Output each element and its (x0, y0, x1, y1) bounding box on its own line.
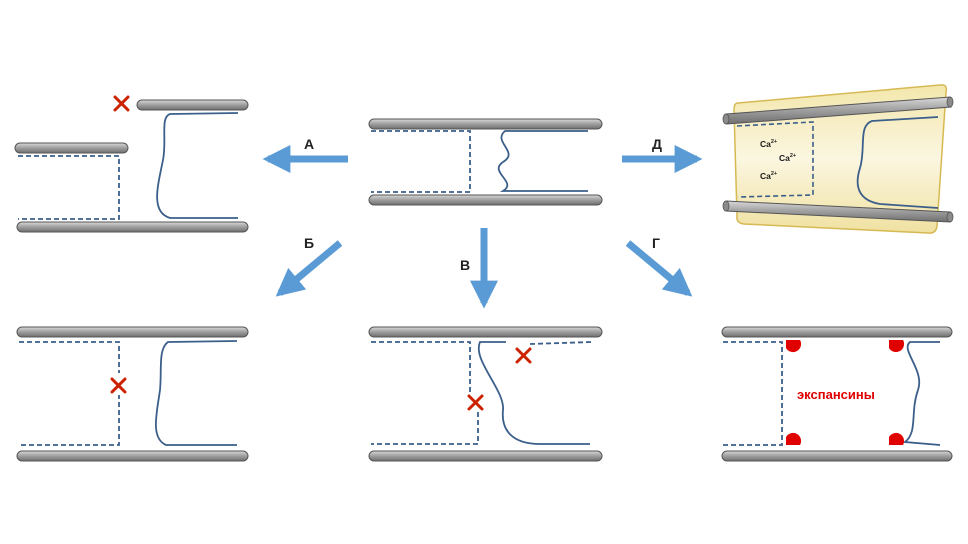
rail-top (722, 96, 954, 125)
cross-mark-icon (467, 394, 484, 411)
rail-top (16, 326, 249, 338)
wall-matrix (733, 84, 948, 234)
crosslink-dashed (371, 130, 471, 193)
rail-top (368, 326, 603, 338)
expansin-icon (786, 340, 802, 353)
arrow-label-g: Г (652, 235, 660, 251)
rail-bottom (368, 450, 603, 462)
calcium-ion-2: Ca2+ (779, 153, 796, 163)
panel-v (368, 326, 603, 462)
arrow-v: В (460, 228, 498, 309)
rail-bottom (722, 200, 954, 223)
cellulose-fiber (497, 130, 588, 192)
crosslink-dashed (19, 341, 120, 446)
panel-b (16, 326, 249, 462)
rail-bottom (16, 450, 249, 462)
cross-mark-icon (110, 377, 127, 394)
crosslink-dashed (371, 341, 471, 393)
panel-g: экспансины (721, 326, 953, 462)
calcium-ion-3: Ca2+ (760, 171, 777, 181)
panel-d: Ca2+ Ca2+ Ca2+ (722, 84, 954, 234)
expansin-icon (786, 432, 802, 445)
crosslink-dashed (18, 155, 120, 220)
crosslink-dashed-lower (371, 412, 479, 445)
rail-bottom (368, 194, 603, 206)
arrow-label-v: В (460, 257, 470, 273)
arrow-label-a: А (304, 136, 314, 152)
panel-center (368, 118, 603, 206)
crosslink-dashed (723, 341, 783, 446)
calcium-ion-1: Ca2+ (760, 139, 777, 149)
panel-a (14, 95, 249, 233)
arrow-d: Д (622, 136, 703, 173)
rail-top (368, 118, 603, 130)
rail-bottom (721, 450, 953, 462)
cellulose-fiber (856, 116, 939, 209)
rail-top-left (14, 142, 129, 154)
cross-mark-icon (515, 347, 532, 364)
arrow-label-b: Б (304, 235, 314, 251)
cellulose-fiber (477, 341, 590, 445)
expansins-label: экспансины (797, 387, 875, 402)
arrow-b: Б (275, 235, 343, 297)
arrow-a: А (262, 136, 348, 173)
arrow-label-d: Д (652, 136, 662, 152)
arrow-g: Г (625, 235, 693, 297)
cellulose-fiber (902, 341, 941, 446)
crosslink-dashed (736, 121, 814, 198)
expansin-icon (889, 340, 905, 353)
rail-top (721, 326, 953, 338)
expansin-icon (889, 432, 905, 445)
cross-mark-icon (113, 95, 130, 112)
cellulose-fiber (156, 112, 239, 219)
rail-top-shifted (136, 99, 249, 111)
rail-bottom (16, 221, 249, 233)
cellulose-fiber (155, 340, 238, 446)
fiber-fragment (529, 341, 593, 345)
